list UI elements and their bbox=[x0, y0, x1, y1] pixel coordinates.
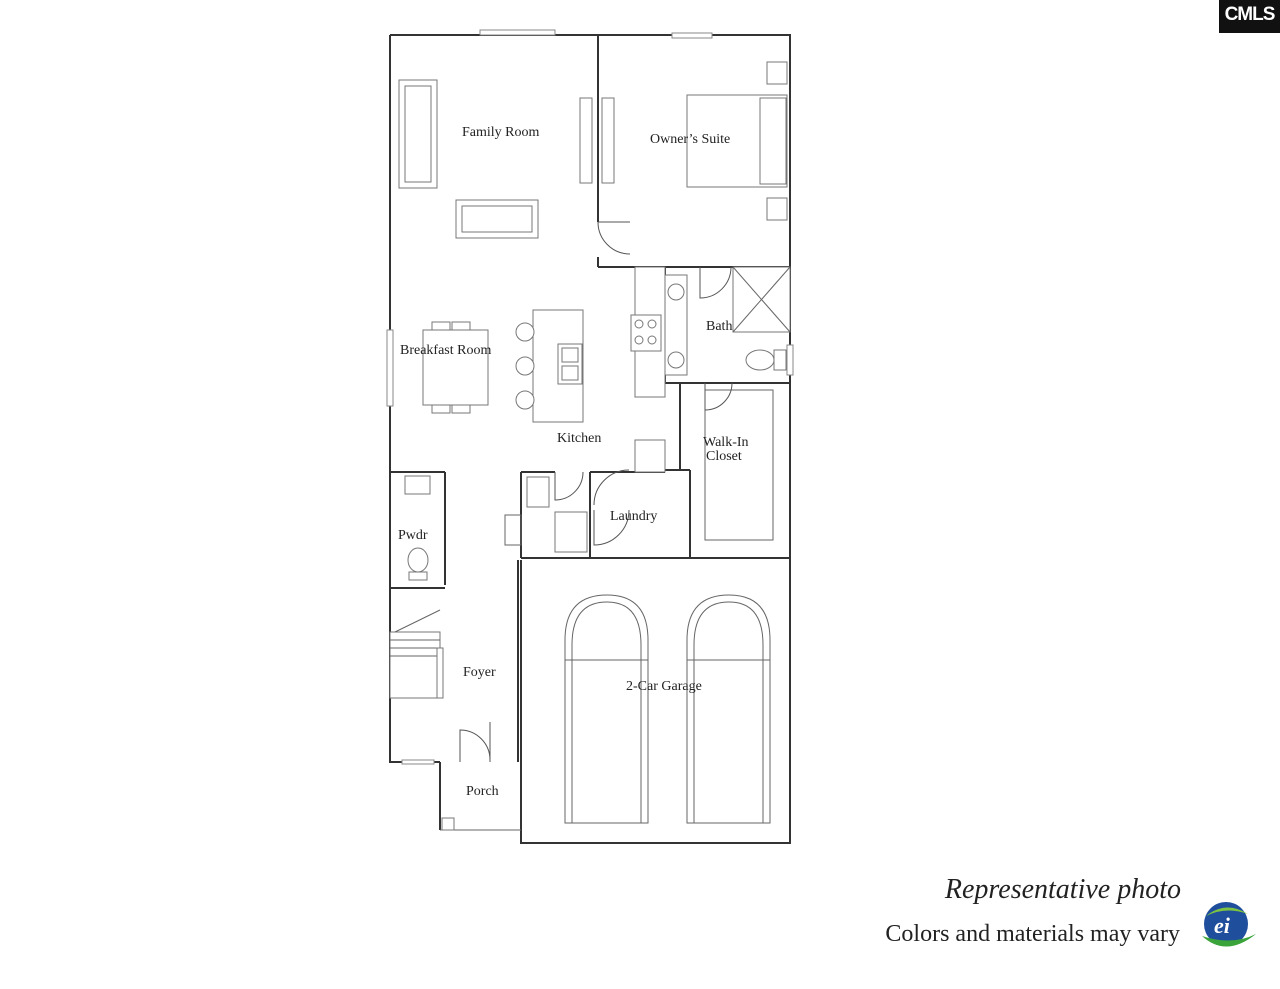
stairs bbox=[389, 609, 444, 699]
label-breakfast-room: Breakfast Room bbox=[400, 343, 491, 358]
garage-car-outlines bbox=[564, 594, 771, 824]
room-labels: Family Room Owner’s Suite Bath Breakfast… bbox=[398, 125, 749, 799]
kitchen-fixtures bbox=[515, 266, 666, 473]
breakfast-table bbox=[422, 321, 489, 414]
label-foyer: Foyer bbox=[463, 665, 496, 680]
powder-fixtures bbox=[404, 475, 431, 581]
label-garage: 2-Car Garage bbox=[626, 679, 702, 694]
label-laundry: Laundry bbox=[610, 509, 657, 524]
label-family-room: Family Room bbox=[462, 125, 540, 140]
label-kitchen: Kitchen bbox=[557, 431, 601, 446]
label-owners-suite: Owner’s Suite bbox=[650, 132, 730, 147]
label-bath: Bath bbox=[706, 319, 732, 334]
ei-logo: ei bbox=[1202, 902, 1256, 947]
svg-text:ei: ei bbox=[1214, 913, 1231, 938]
bath-fixtures bbox=[664, 266, 791, 376]
label-walk-in-closet-line1: Walk-In bbox=[703, 435, 749, 450]
porch-post bbox=[441, 817, 455, 831]
representative-photo-caption: Representative photo bbox=[944, 874, 1181, 905]
label-walk-in-closet-line2: Closet bbox=[706, 449, 742, 464]
floor-plan: Family Room Owner’s Suite Bath Breakfast… bbox=[386, 29, 794, 844]
windows bbox=[386, 29, 794, 765]
colors-materials-caption: Colors and materials may vary bbox=[885, 921, 1180, 947]
owners-suite-bed bbox=[686, 61, 788, 221]
label-pwdr: Pwdr bbox=[398, 528, 428, 543]
doors bbox=[459, 221, 733, 762]
cmls-logo: CMLS bbox=[1219, 0, 1280, 33]
laundry-fixtures bbox=[526, 476, 588, 553]
label-porch: Porch bbox=[466, 784, 499, 799]
family-room-furniture bbox=[398, 79, 615, 239]
